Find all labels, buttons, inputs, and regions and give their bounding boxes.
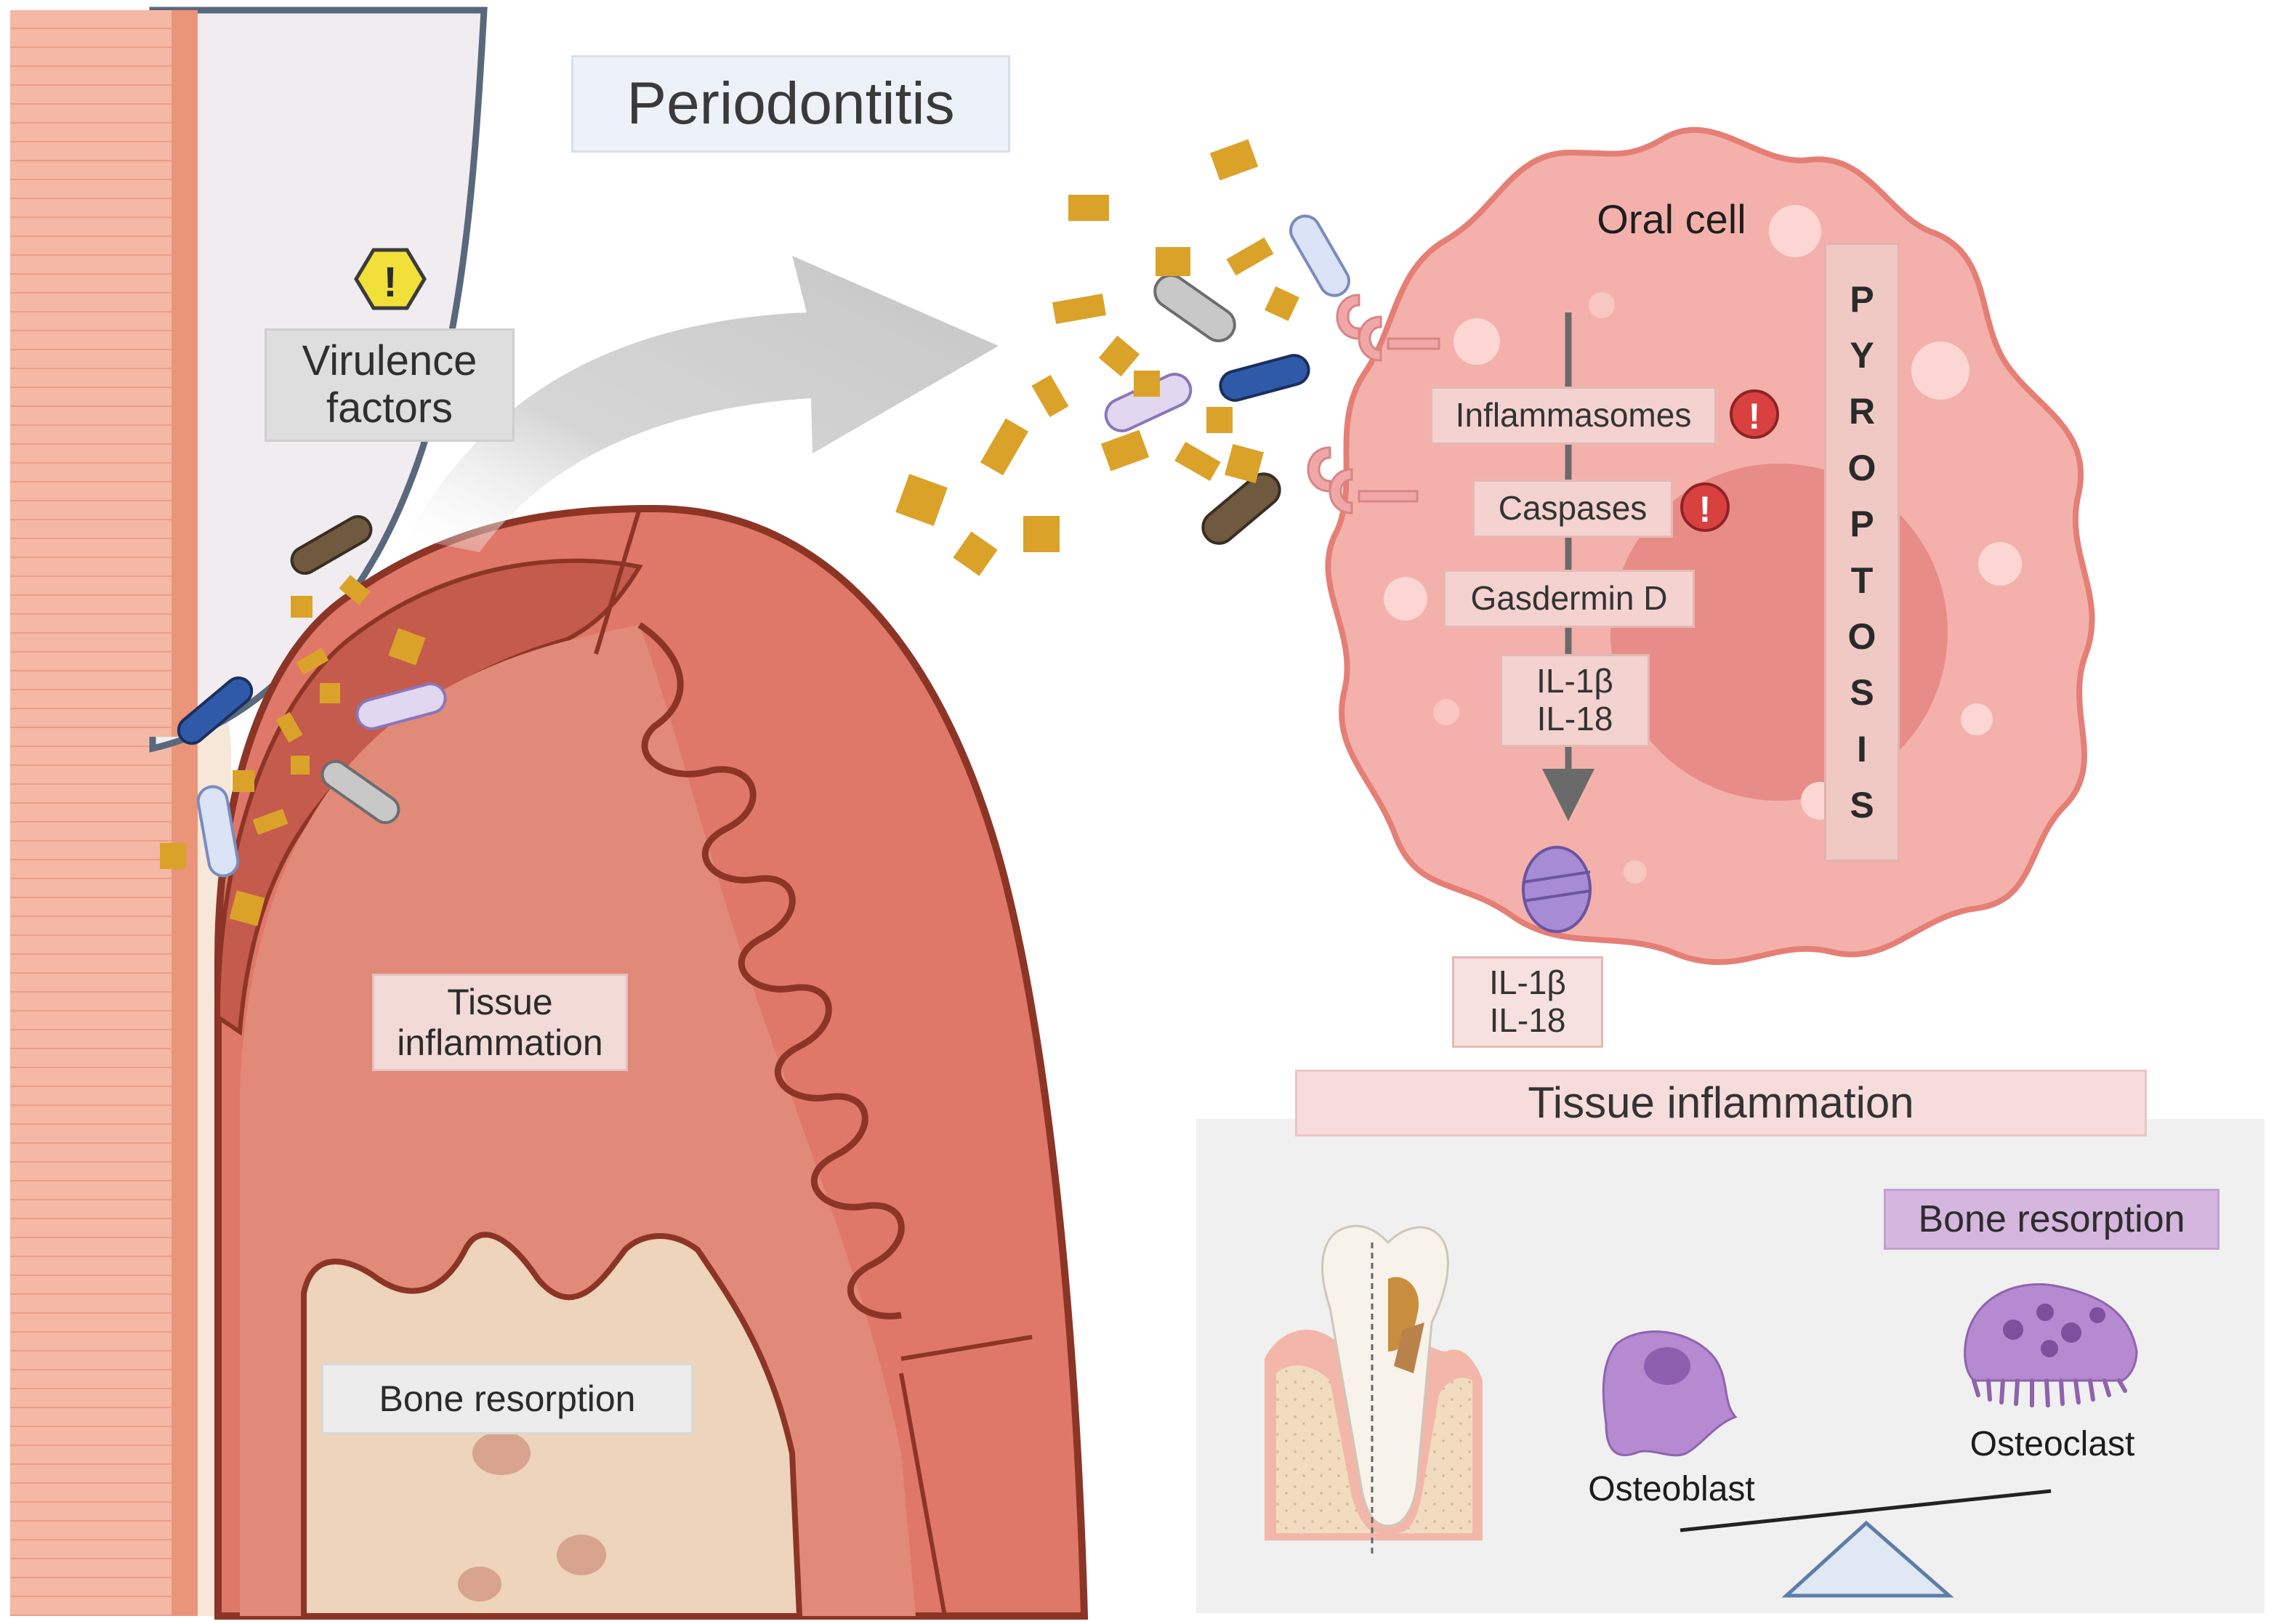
bacterium <box>196 785 240 878</box>
vesicle <box>1384 577 1427 621</box>
toxin-particle <box>1098 335 1140 377</box>
pyroptosis-label: P Y R O P T O S I S <box>1824 243 1900 862</box>
warning-mark: ! <box>383 259 397 306</box>
pyroptosis-letter: R <box>1848 391 1876 432</box>
toxin-particle <box>1100 429 1150 472</box>
balance-scale <box>1680 1489 2052 1598</box>
toxin-particle <box>980 418 1029 476</box>
bone-marrow-space <box>472 1431 531 1475</box>
bacterium <box>1153 274 1236 342</box>
tissue-inflammation-label-small: Tissue inflammation <box>372 974 628 1071</box>
toxin-particle <box>229 890 265 926</box>
osteoclast-label: Osteoclast <box>1969 1425 2135 1464</box>
osteoblast-label: Osteoblast <box>1588 1470 1755 1509</box>
bacterium <box>320 759 400 825</box>
pyroptosis-letter: S <box>1850 785 1874 826</box>
bacterium <box>177 676 254 745</box>
bacterium <box>1289 214 1350 297</box>
bone-marrow-space <box>557 1535 606 1575</box>
toxin-particle <box>160 843 186 869</box>
receptor-icon <box>1336 294 1440 362</box>
toxin-particle <box>1134 371 1160 397</box>
toxin-particle <box>1068 195 1109 221</box>
page-title: Periodontitis <box>571 55 1010 153</box>
receptor-icon <box>1307 446 1419 514</box>
osteoblast-icon <box>1602 1330 1738 1457</box>
bacteria-cluster-right <box>895 139 1350 576</box>
toxin-particle <box>252 809 289 835</box>
alert-icon-inflammasomes: ! <box>1730 389 1779 439</box>
toxin-particle <box>1206 407 1233 433</box>
oral-cell-label: Oral cell <box>1597 195 1746 242</box>
toxin-particle <box>1265 286 1299 321</box>
pyroptosis-letter: I <box>1857 728 1867 769</box>
toxin-particle <box>895 474 948 526</box>
toxin-particle <box>1023 516 1060 552</box>
alert-mark: ! <box>1749 396 1761 437</box>
toxin-particle <box>1052 294 1107 324</box>
pyroptosis-letter: Y <box>1850 335 1874 376</box>
toxin-particle <box>1031 374 1069 418</box>
alert-mark: ! <box>1699 489 1711 530</box>
caspases-label: Caspases <box>1472 480 1673 538</box>
tissue-inflammation-label: Tissue inflammation <box>1295 1070 2147 1136</box>
bone-resorption-label-small: Bone resorption <box>321 1363 693 1434</box>
toxin-particle <box>1226 237 1274 276</box>
pyroptosis-letter: O <box>1847 616 1876 658</box>
gum-panel-lines <box>594 508 1033 1617</box>
toxin-particle <box>1174 442 1221 481</box>
inflammasomes-label: Inflammasomes <box>1430 387 1717 445</box>
vesicle <box>1978 542 2022 586</box>
transfer-arrow <box>407 256 999 552</box>
vesicle <box>1769 205 1821 257</box>
warning-icon: ! <box>354 248 427 310</box>
pyroptosis-letter: O <box>1847 447 1876 488</box>
cytokines-released-label: IL-1β IL-18 <box>1452 956 1603 1048</box>
virulence-factors-label: Virulence factors <box>265 328 515 442</box>
toxin-particle <box>233 770 254 792</box>
tooth-with-periodontitis-icon <box>1265 1224 1483 1555</box>
vesicle <box>1911 342 1969 400</box>
cytokines-inside-label: IL-1β IL-18 <box>1500 654 1650 747</box>
rete-ridges <box>637 622 905 1320</box>
toxin-particle <box>1156 247 1190 276</box>
toxin-particle <box>320 683 340 703</box>
oral-cell <box>1325 126 2095 965</box>
vesicle <box>1961 703 1993 735</box>
enamel-stripes-overlay <box>10 10 172 737</box>
toxin-particle <box>388 628 426 666</box>
pyroptosis-letter: S <box>1850 672 1874 714</box>
bacterium <box>290 515 373 575</box>
toxin-particle <box>1209 139 1259 181</box>
alert-icon-caspases: ! <box>1680 482 1730 532</box>
bone-marrow-space <box>458 1567 501 1601</box>
toxin-particle <box>953 531 998 576</box>
tooth-root-edge-overlay <box>172 10 198 737</box>
bacterium <box>1201 472 1281 545</box>
gasdermin-pore-icon <box>1522 846 1592 933</box>
toxin-particle <box>291 756 310 775</box>
bacterium <box>1219 354 1310 402</box>
bacterium <box>355 682 447 730</box>
vesicle <box>1433 699 1459 725</box>
osteoclast-icon <box>1964 1283 2138 1407</box>
vesicle <box>1589 292 1615 318</box>
pyroptosis-letter: P <box>1850 278 1874 320</box>
tooth-cross-section <box>10 7 1089 1620</box>
toxin-particle <box>296 647 329 675</box>
bone-resorption-label: Bone resorption <box>1884 1189 2219 1250</box>
gasdermin-d-label: Gasdermin D <box>1443 570 1695 628</box>
vesicle <box>1453 318 1500 365</box>
vesicle <box>1624 860 1647 884</box>
toxin-particle <box>291 596 313 618</box>
toxin-particle <box>275 711 303 743</box>
bacteria-cluster-left <box>160 515 447 926</box>
toxin-particle <box>339 575 371 605</box>
pyroptosis-letter: T <box>1850 559 1874 601</box>
toxin-particle <box>1225 444 1264 483</box>
pyroptosis-letter: P <box>1850 504 1874 545</box>
